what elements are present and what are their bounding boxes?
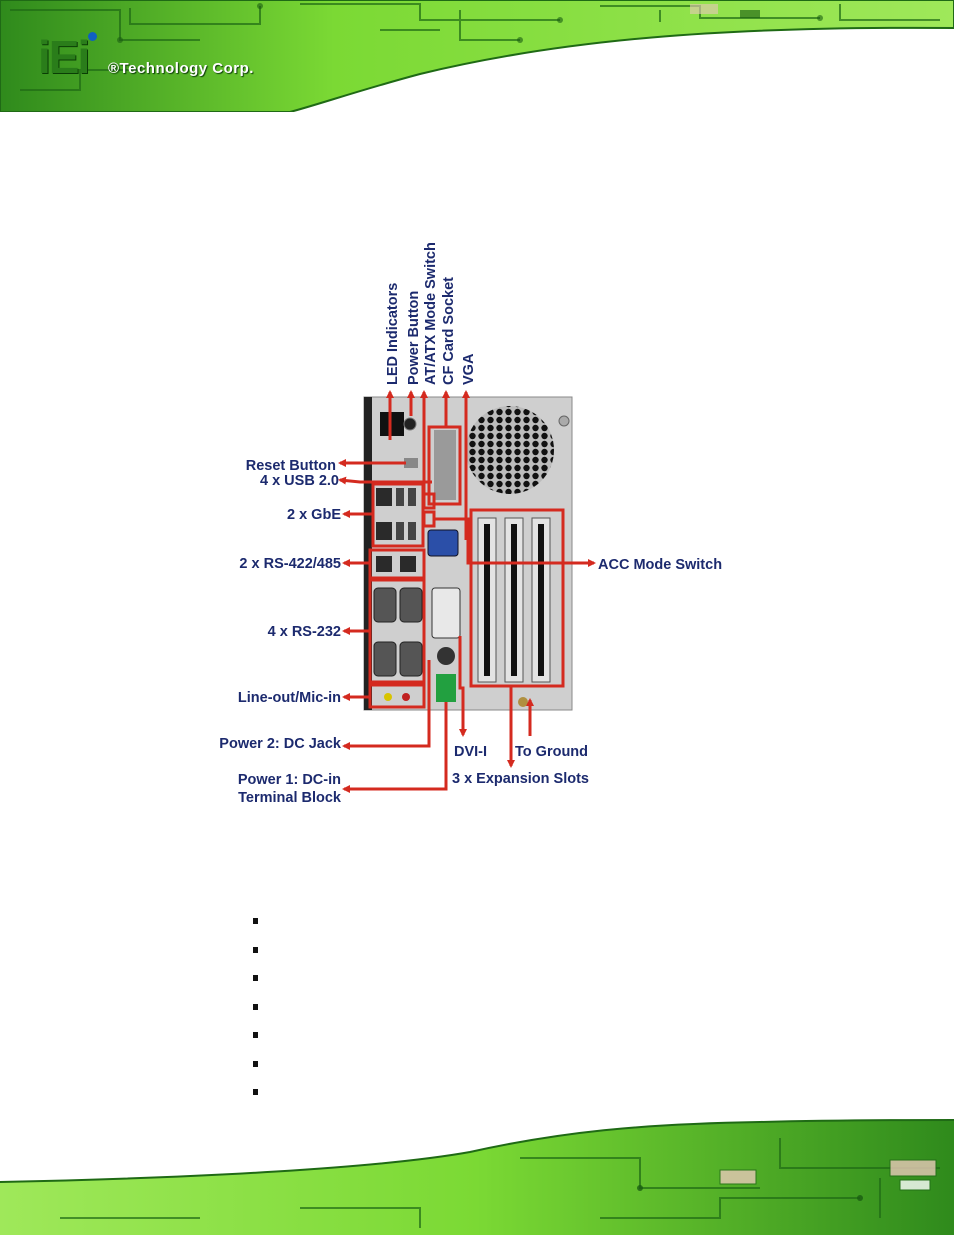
label-rs422: 2 x RS-422/485 [239,556,341,572]
list-item [253,912,270,941]
callout-arrows [338,390,596,793]
company-logo: iEi ®Technology Corp. [38,30,298,83]
callout-labels: LED Indicators Power Button AT/ATX Mode … [219,242,722,806]
label-usb: 4 x USB 2.0 [260,473,339,489]
label-led-indicators: LED Indicators [385,283,401,385]
bullet-icon [253,1089,258,1095]
label-reset-button: Reset Button [246,458,336,474]
bullet-icon [253,918,258,924]
page-footer [0,1118,954,1235]
expansion-slots [477,517,551,683]
header-pcb-background [0,0,954,112]
logo-dot-icon [88,32,97,41]
callout-boxes [368,425,565,709]
label-acc-mode-switch: ACC Mode Switch [598,557,722,573]
label-to-ground: To Ground [515,744,588,760]
label-rs232: 4 x RS-232 [268,624,341,640]
label-line-out-mic-in: Line-out/Mic-in [238,690,341,706]
reset-button [404,458,418,468]
footer-pcb-background [0,1118,954,1235]
dvi-port [431,587,461,639]
label-expansion-slots: 3 x Expansion Slots [452,771,589,787]
label-vga: VGA [461,353,477,385]
label-atatx-mode-switch: AT/ATX Mode Switch [423,242,439,385]
logo-mark: iEi [38,31,90,83]
list-item [253,998,270,1027]
vga-port [427,529,459,557]
label-dvi-i: DVI-I [454,744,487,760]
list-item [253,941,270,970]
bullet-icon [253,975,258,981]
fan-vent-grille [466,406,554,494]
rs232-ports [373,587,423,677]
list-item [253,1026,270,1055]
list-item [253,1055,270,1084]
label-power-button: Power Button [406,291,422,385]
bullet-icon [253,1032,258,1038]
power-button [403,417,417,431]
bullet-icon [253,1003,258,1010]
label-terminal-block: Terminal Block [238,790,342,806]
ground-screw [518,697,528,707]
dc-jack [437,647,455,665]
label-power1-dc-in: Power 1: DC-in [238,772,341,788]
label-gbe: 2 x GbE [287,507,341,523]
logo-text: ®Technology Corp. [108,60,254,77]
feature-bullet-list [253,912,270,1112]
list-item [253,1083,270,1112]
page-header: iEi ®Technology Corp. [0,0,954,112]
label-power2-dc-jack: Power 2: DC Jack [219,736,342,752]
label-cf-card-socket: CF Card Socket [441,277,457,385]
usb-gbe-ports [376,488,416,540]
bullet-icon [253,1060,258,1067]
chassis-rear-panel [363,396,573,711]
dc-terminal-block [436,674,456,702]
led-indicators [380,412,404,436]
bullet-icon [253,946,258,953]
list-item [253,969,270,998]
